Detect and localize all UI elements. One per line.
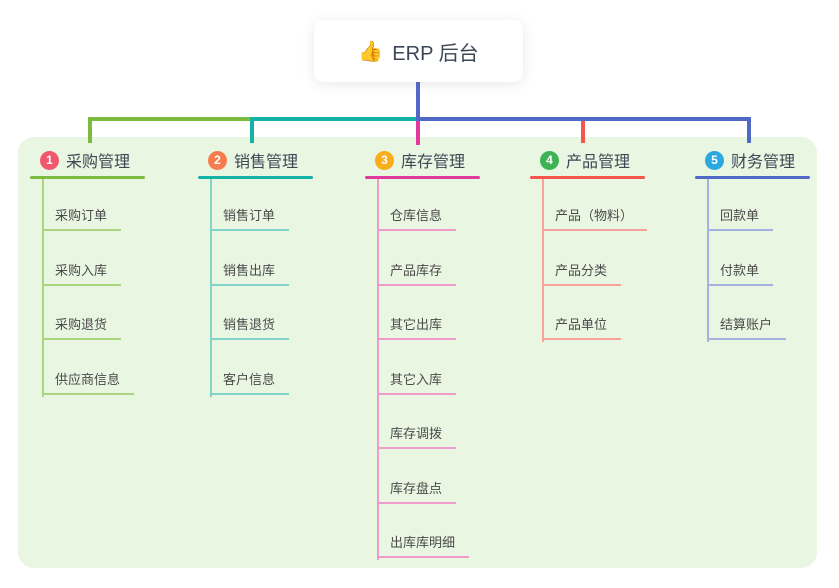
branch-child-connector — [707, 179, 709, 342]
branch-label: 产品管理 — [566, 154, 631, 171]
branch-underline — [198, 176, 313, 179]
root-title: ERP 后台 — [392, 42, 479, 65]
connector-drop-3 — [415, 121, 420, 145]
branch-label: 库存管理 — [401, 154, 466, 171]
branch-header-2[interactable]: 2 销售管理 — [208, 149, 298, 171]
branch-label: 销售管理 — [234, 154, 299, 171]
root-node[interactable]: 👍 ERP 后台 — [314, 20, 523, 82]
child-node[interactable]: 库存盘点 — [377, 480, 457, 504]
child-node[interactable]: 客户信息 — [210, 371, 290, 395]
child-node[interactable]: 采购退货 — [42, 316, 122, 340]
branch-header-4[interactable]: 4 产品管理 — [540, 149, 630, 171]
branch-underline — [695, 176, 810, 179]
branch-header-5[interactable]: 5 财务管理 — [705, 149, 795, 171]
child-node[interactable]: 付款单 — [707, 262, 774, 286]
connector-drop-4 — [581, 121, 585, 143]
connector-drop-1 — [88, 117, 92, 143]
child-node[interactable]: 采购订单 — [42, 207, 122, 231]
branch-child-connector — [542, 179, 544, 342]
branch-underline — [530, 176, 645, 179]
child-node[interactable]: 供应商信息 — [42, 371, 135, 395]
child-node[interactable]: 出库库明细 — [377, 534, 470, 558]
child-node[interactable]: 其它出库 — [377, 316, 457, 340]
child-node[interactable]: 销售出库 — [210, 262, 290, 286]
child-node[interactable]: 其它入库 — [377, 371, 457, 395]
connector-bus-5 — [415, 117, 751, 121]
connector-root-drop — [415, 82, 420, 121]
child-node[interactable]: 销售订单 — [210, 207, 290, 231]
child-node[interactable]: 结算账户 — [707, 316, 787, 340]
branch-underline — [30, 176, 145, 179]
branch-number-badge: 3 — [375, 150, 394, 170]
branch-child-connector — [210, 179, 212, 397]
branch-number-badge: 4 — [540, 150, 559, 170]
branch-label: 采购管理 — [66, 154, 131, 171]
branch-number-badge: 1 — [40, 150, 59, 170]
child-node[interactable]: 库存调拨 — [377, 425, 457, 449]
branch-number-badge: 2 — [208, 150, 227, 170]
branch-label: 财务管理 — [731, 154, 796, 171]
connector-drop-2 — [250, 117, 254, 143]
child-node[interactable]: 销售退货 — [210, 316, 290, 340]
connector-drop-5 — [747, 117, 751, 143]
branch-child-connector — [377, 179, 379, 560]
connector-bus-2 — [250, 117, 420, 121]
connector-bus-1 — [88, 117, 254, 121]
child-node[interactable]: 产品单位 — [542, 316, 622, 340]
branch-header-1[interactable]: 1 采购管理 — [40, 149, 130, 171]
child-node[interactable]: 仓库信息 — [377, 207, 457, 231]
branch-underline — [365, 176, 480, 179]
branches-panel — [18, 137, 817, 568]
child-node[interactable]: 产品（物料） — [542, 207, 648, 231]
child-node[interactable]: 产品分类 — [542, 262, 622, 286]
child-node[interactable]: 产品库存 — [377, 262, 457, 286]
child-node[interactable]: 回款单 — [707, 207, 774, 231]
branch-number-badge: 5 — [705, 150, 724, 170]
child-node[interactable]: 采购入库 — [42, 262, 122, 286]
branch-header-3[interactable]: 3 库存管理 — [375, 149, 465, 171]
thumbs-up-icon: 👍 — [358, 40, 384, 63]
branch-child-connector — [42, 179, 44, 397]
